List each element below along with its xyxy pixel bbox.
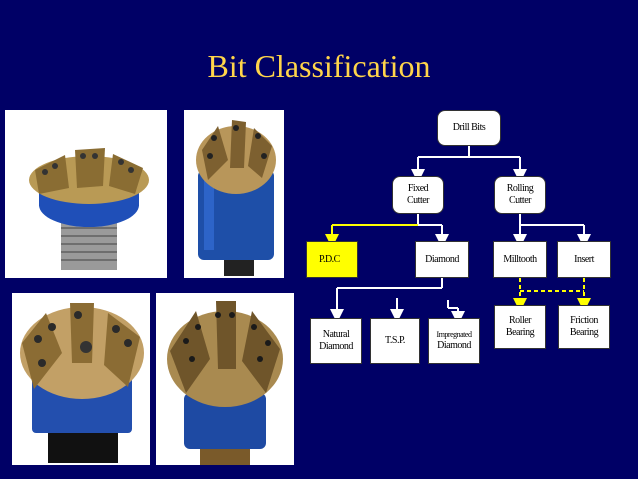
node-insert: Insert [557, 241, 611, 278]
node-rolling-cutter: Rolling Cutter [494, 176, 546, 214]
node-tsp: T.S.P. [370, 318, 420, 364]
node-friction-bearing: Friction Bearing [558, 305, 610, 349]
node-diamond: Diamond [415, 241, 469, 278]
pdc-bit-photo-1 [5, 110, 167, 278]
node-drill-bits: Drill Bits [437, 110, 501, 146]
node-milltooth: Milltooth [493, 241, 547, 278]
node-natural-diamond: Natural Diamond [310, 318, 362, 364]
node-fixed-cutter: Fixed Cutter [392, 176, 444, 214]
node-pdc: P.D.C [306, 241, 358, 278]
slide-title: Bit Classification [207, 48, 431, 84]
drill-bit-icon [167, 301, 283, 465]
node-impregnated-diamond: Impregnated Diamond [428, 318, 480, 364]
drill-bit-icon [29, 148, 149, 270]
pdc-bit-photo-2 [184, 110, 284, 278]
drill-bit-icon [196, 120, 276, 276]
pdc-bit-photo-4 [156, 293, 294, 465]
drill-bit-icon [20, 303, 144, 463]
pdc-bit-photo-3 [12, 293, 150, 465]
node-roller-bearing: Roller Bearing [494, 305, 546, 349]
